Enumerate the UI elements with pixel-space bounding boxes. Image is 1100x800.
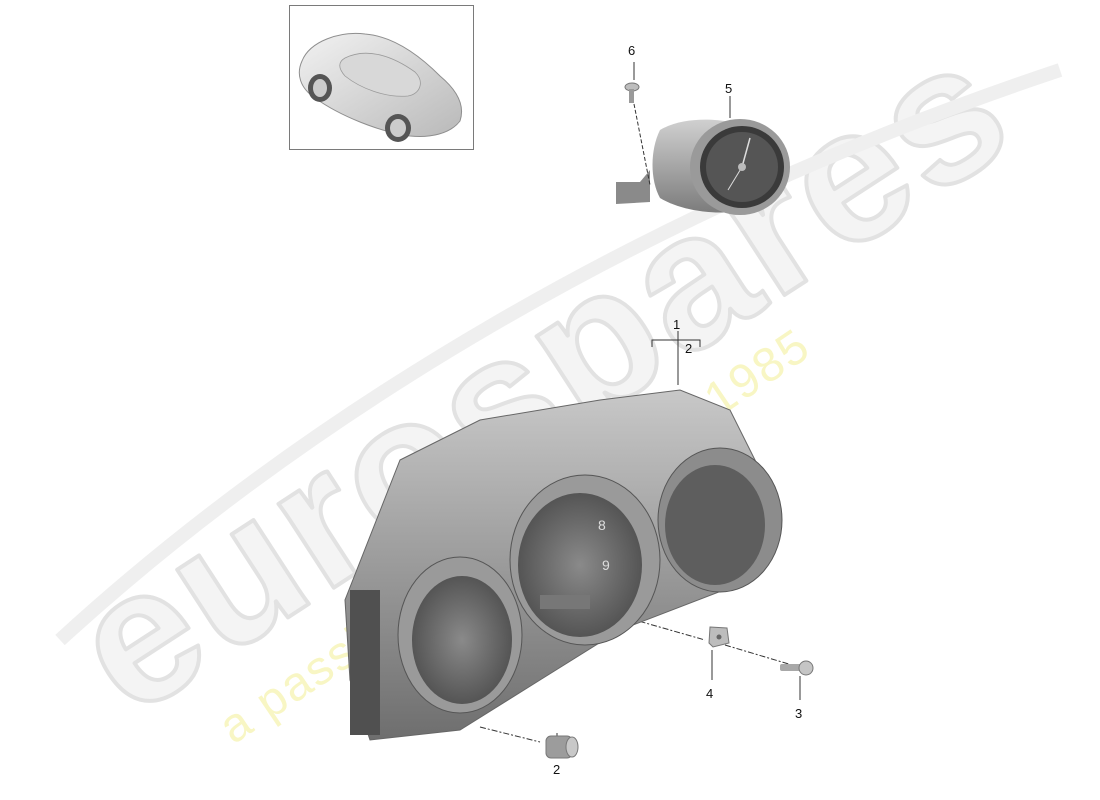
knob-part-2 bbox=[545, 735, 579, 759]
callout-3: 3 bbox=[795, 706, 803, 721]
vehicle-thumbnail bbox=[289, 5, 474, 150]
clip-nut-part-4 bbox=[708, 626, 730, 648]
callout-6: 6 bbox=[628, 43, 636, 58]
callout-2-cluster: 2 bbox=[685, 341, 693, 356]
car-icon bbox=[298, 32, 463, 142]
analog-clock-part bbox=[616, 119, 790, 215]
svg-text:9: 9 bbox=[602, 557, 610, 573]
callout-5: 5 bbox=[725, 81, 733, 96]
svg-text:8: 8 bbox=[598, 517, 606, 533]
callout-1: 1 bbox=[673, 317, 681, 332]
callout-2-knob: 2 bbox=[553, 762, 561, 777]
screw-part-6 bbox=[624, 82, 640, 103]
screw-part-3 bbox=[780, 660, 814, 676]
callout-4: 4 bbox=[706, 686, 714, 701]
instrument-cluster-part: 8 9 bbox=[344, 389, 783, 741]
